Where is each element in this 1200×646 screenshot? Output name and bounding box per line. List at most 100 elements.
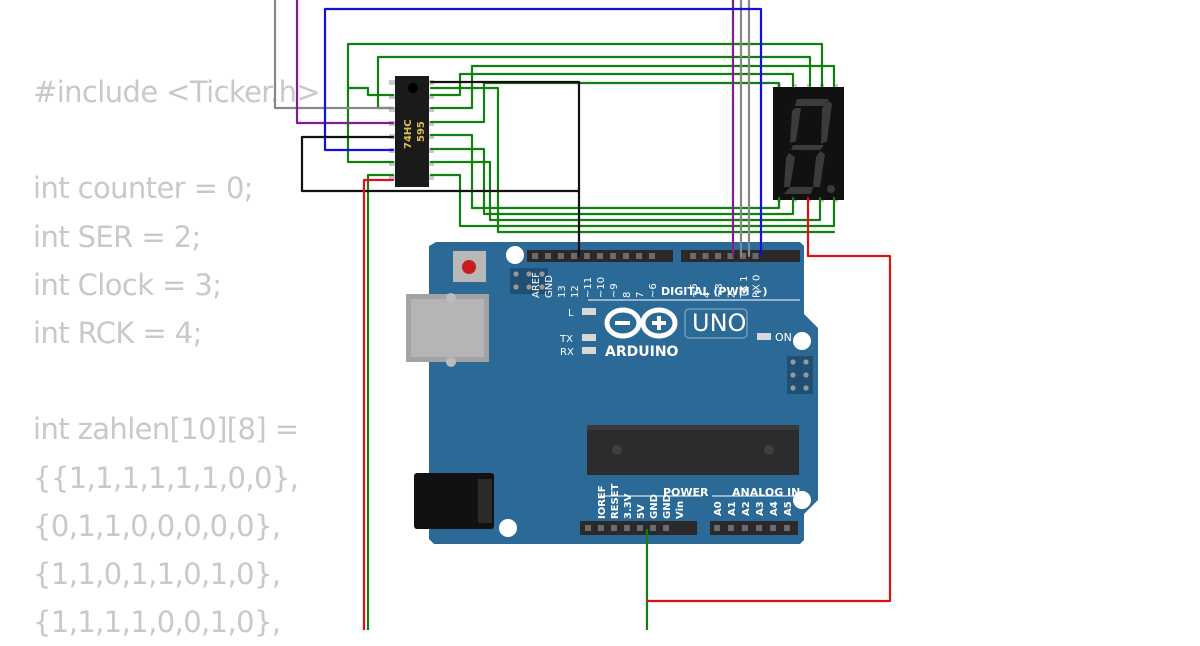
wire-green[interactable] (429, 86, 836, 234)
code-line: int zahlen[10][8] = (33, 412, 299, 447)
digital-pin-socket[interactable] (715, 253, 721, 259)
analog-pin-label: A4 (769, 501, 780, 516)
analog-pin-socket[interactable] (756, 525, 762, 531)
digital-pin-socket[interactable] (584, 253, 590, 259)
code-line: int counter = 0; (33, 171, 254, 206)
power-pin-label: 3.3V (623, 493, 634, 519)
digital-header-label: DIGITAL (PWM ~) (661, 285, 768, 298)
digital-pin-label: 13 (557, 285, 568, 298)
code-line: int SER = 2; (33, 219, 201, 254)
digital-pin-socket[interactable] (610, 253, 616, 259)
led-tx-label: TX (559, 334, 573, 345)
analog-pin-socket[interactable] (714, 525, 720, 531)
analog-pin-label: A3 (755, 501, 766, 516)
power-pin-socket[interactable] (663, 525, 669, 531)
seven-segment-display[interactable] (773, 84, 844, 202)
wire-red[interactable] (362, 178, 395, 630)
wire-green[interactable] (429, 133, 781, 210)
power-pin-socket[interactable] (598, 525, 604, 531)
digital-pin-label: 4 (702, 292, 713, 298)
digital-pin-label: ~5 (689, 283, 700, 298)
wire-green[interactable] (429, 72, 795, 97)
analog-pin-label: A0 (713, 501, 724, 516)
code-line: int RCK = 4; (33, 315, 202, 350)
digital-pin-socket[interactable] (571, 253, 577, 259)
digital-pin-socket[interactable] (623, 253, 629, 259)
digital-pin-socket[interactable] (558, 253, 564, 259)
digital-pin-socket[interactable] (740, 253, 746, 259)
analog-pin-socket[interactable] (770, 525, 776, 531)
digital-pin-label: ~11 (583, 277, 594, 298)
mounting-hole (793, 332, 811, 350)
led-rx-label: RX (560, 347, 574, 358)
wire-green[interactable] (429, 173, 836, 228)
icsp-header-top (510, 268, 548, 294)
wire-black[interactable] (429, 80, 581, 258)
analog-pin-socket[interactable] (728, 525, 734, 531)
power-pin-socket[interactable] (611, 525, 617, 531)
power-pin-socket[interactable] (585, 525, 591, 531)
power-pin-label: Vin (675, 501, 686, 519)
model-badge (684, 308, 748, 339)
power-pin-label: RESET (610, 483, 621, 519)
atmega-chip (587, 425, 799, 475)
digital-pin-label: ~9 (609, 283, 620, 298)
analog-pin-label: A2 (741, 501, 752, 516)
power-jack (414, 473, 494, 529)
icsp-header-right (787, 356, 813, 394)
digital-pin-label: 8 (622, 292, 633, 298)
display-segments (784, 99, 835, 194)
arduino-brand: ARDUINO (605, 344, 679, 360)
digital-pin-label: ~6 (648, 283, 659, 298)
digital-pin-socket[interactable] (597, 253, 603, 259)
analog-pin-label: A1 (727, 501, 738, 516)
digital-pin-socket[interactable] (752, 253, 759, 259)
digital-pin-socket[interactable] (702, 253, 709, 259)
wire-green[interactable] (346, 86, 395, 164)
wire-green[interactable] (429, 64, 836, 110)
wire-green[interactable] (429, 160, 822, 222)
digital-pin-label: 12 (570, 285, 581, 298)
digital-pin-label: ~3 (714, 283, 725, 298)
digital-pin-socket[interactable] (532, 253, 538, 259)
code-line: {0,1,1,0,0,0,0,0}, (33, 508, 281, 543)
wire-green-vcc[interactable] (366, 173, 395, 630)
shift-register-74hc595[interactable]: 74HC 595 (389, 76, 434, 187)
analog-pin-label: A5 (783, 501, 794, 516)
arduino-model: UNO (692, 309, 746, 337)
digital-pin-socket[interactable] (727, 253, 734, 259)
status-leds (582, 308, 771, 354)
wire-black[interactable] (300, 135, 581, 193)
digital-pin-socket[interactable] (636, 253, 642, 259)
analog-pin-socket[interactable] (784, 525, 790, 531)
wire-purple[interactable] (295, 0, 395, 125)
wire-blue[interactable] (323, 7, 763, 258)
digital-pin-socket[interactable] (649, 253, 655, 259)
led-l-label: L (568, 308, 574, 319)
code-listing: #include <Ticker.h>int counter = 0;int S… (33, 68, 321, 646)
analog-header[interactable] (710, 521, 798, 535)
digital-pin-label: AREF (531, 272, 542, 298)
digital-pin-socket[interactable] (690, 253, 696, 259)
reset-button-cap[interactable] (462, 260, 476, 274)
digital-pin-label: 2 (727, 292, 738, 298)
wire-green[interactable] (429, 147, 795, 216)
chip-label-line2: 595 (416, 121, 427, 142)
chip-notch (408, 83, 418, 93)
wires (273, 0, 892, 630)
analog-header-label: ANALOG IN (732, 486, 800, 499)
power-pin-socket[interactable] (624, 525, 630, 531)
digital-pin-label: 7 (635, 292, 646, 298)
power-pin-label: GND (662, 494, 673, 519)
analog-pin-socket[interactable] (742, 525, 748, 531)
power-pin-socket[interactable] (637, 525, 643, 531)
power-pin-label: GND (649, 494, 660, 519)
power-pin-socket[interactable] (650, 525, 656, 531)
wire-red[interactable] (645, 196, 892, 603)
wire-gray[interactable] (273, 0, 395, 110)
digital-pin-socket[interactable] (545, 253, 551, 259)
mounting-hole (499, 519, 517, 537)
power-pin-label: 5V (636, 504, 647, 519)
mounting-hole (506, 246, 524, 264)
